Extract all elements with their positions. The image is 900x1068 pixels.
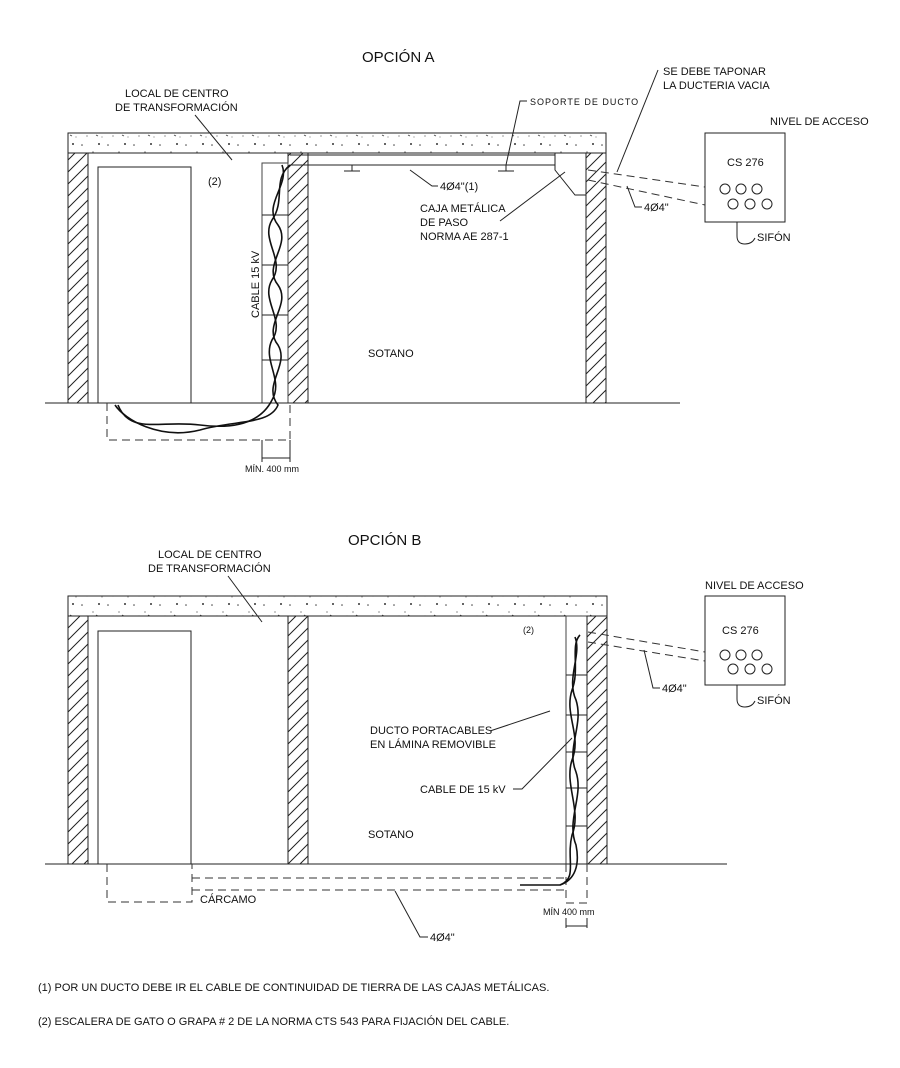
carcamo-pit	[106, 864, 193, 903]
inner-duct	[290, 154, 555, 166]
outer-duct-b-label: 4Ø4"	[662, 683, 687, 695]
min-label: MÍN. 400 mm	[245, 464, 299, 474]
cs276-box	[704, 132, 786, 223]
sifon-icon	[736, 222, 756, 245]
note-2: (2) ESCALERA DE GATO O GRAPA # 2 DE LA N…	[38, 1015, 509, 1028]
door	[97, 166, 192, 404]
door-b	[97, 630, 192, 865]
outer-ducts	[587, 169, 706, 206]
cable-b-label: CABLE DE 15 kV	[420, 784, 506, 796]
taponar-line2: LA DUCTERIA VACIA	[663, 80, 770, 92]
trench	[106, 403, 291, 441]
option-b-title: OPCIÓN B	[348, 532, 421, 549]
right-wall-b	[586, 615, 608, 865]
ducto-line2: EN LÁMINA REMOVIBLE	[370, 738, 496, 751]
local-label-line2: DE TRANSFORMACIÓN	[115, 101, 238, 114]
bottom-duct	[192, 877, 566, 891]
min-b-label: MÍN 400 mm	[543, 907, 595, 917]
concrete-slab	[67, 132, 607, 154]
taponar-line1: SE DEBE TAPONAR	[663, 66, 766, 78]
note-ref-2: (2)	[208, 176, 221, 188]
outer-duct-label: 4Ø4"	[644, 202, 669, 214]
soporte-label: SOPORTE DE DUCTO	[530, 97, 639, 107]
local-b-line2: DE TRANSFORMACIÓN	[148, 562, 271, 575]
nivel-label: NIVEL DE ACCESO	[770, 116, 869, 128]
right-wall	[585, 152, 607, 404]
min-b-dimension	[565, 918, 588, 928]
cs276-b-label: CS 276	[722, 625, 759, 637]
note-1: (1) POR UN DUCTO DEBE IR EL CABLE DE CON…	[38, 981, 549, 994]
duct-support	[344, 165, 514, 172]
nivel-b-label: NIVEL DE ACCESO	[705, 580, 804, 592]
sifon-b-icon	[736, 685, 756, 708]
middle-wall	[287, 152, 309, 404]
cs276-label: CS 276	[727, 157, 764, 169]
local-b-line1: LOCAL DE CENTRO	[158, 549, 262, 561]
cable-b	[520, 634, 581, 886]
note-ref-b: (2)	[523, 625, 534, 635]
box-duct-holes-b	[719, 649, 773, 675]
cable-label: CABLE 15 kV	[250, 250, 262, 318]
option-b: OPCIÓN B LOCAL DE CENTRO DE TRANSFORMACI…	[45, 532, 804, 944]
min-dimension	[261, 440, 291, 462]
outer-ducts-b	[587, 631, 706, 662]
option-a-title: OPCIÓN A	[362, 49, 435, 66]
option-a: OPCIÓN A LOCAL DE CENTRO DE TRANSFORMACI…	[45, 49, 869, 474]
metal-box	[554, 153, 586, 196]
box-duct-holes	[719, 183, 773, 210]
sifon-b-label: SIFÓN	[757, 694, 791, 707]
local-label-line1: LOCAL DE CENTRO	[125, 88, 229, 100]
concrete-slab-b	[67, 595, 608, 617]
ducto-line1: DUCTO PORTACABLES	[370, 725, 492, 737]
sotano-b-label: SOTANO	[368, 829, 414, 841]
sotano-label: SOTANO	[368, 348, 414, 360]
left-wall	[67, 152, 89, 404]
middle-wall-b	[287, 615, 309, 865]
sifon-label: SIFÓN	[757, 231, 791, 244]
cable	[117, 164, 291, 428]
caja-label-line1: CAJA METÁLICA	[420, 202, 506, 215]
bottom-duct-label: 4Ø4"	[430, 932, 455, 944]
left-wall-b	[67, 615, 89, 865]
cs276-box-b	[704, 595, 786, 686]
caja-label-line3: NORMA AE 287-1	[420, 231, 509, 243]
carcamo-label: CÁRCAMO	[200, 893, 257, 906]
caja-label-line2: DE PASO	[420, 217, 469, 229]
inner-duct-label: 4Ø4"(1)	[440, 181, 478, 193]
